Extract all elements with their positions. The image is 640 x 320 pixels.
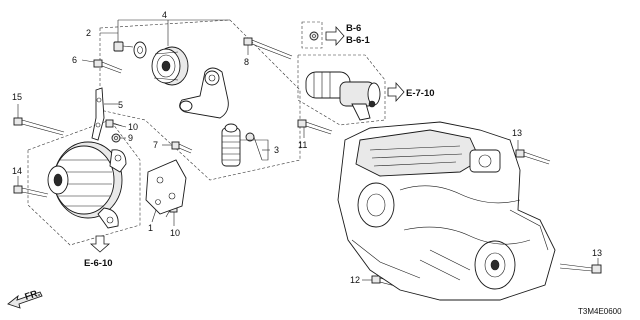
- bracket-3: [262, 139, 269, 161]
- pulley-washer: [133, 41, 147, 59]
- callout-13-lower: 13: [592, 248, 602, 258]
- group-outline-starter: [297, 54, 386, 126]
- callout-14: 14: [12, 166, 22, 176]
- bolt-6: [93, 59, 123, 74]
- group-outline-tensioner-assembly: [99, 19, 301, 181]
- leader-3b: [253, 136, 263, 161]
- callout-13-upper: 13: [512, 128, 522, 138]
- callout-10-upper: 10: [128, 122, 138, 132]
- callout-6: 6: [72, 55, 77, 65]
- callout-15: 15: [12, 92, 22, 102]
- bolt-7: [171, 141, 193, 154]
- tensioner-spring-unit: [221, 123, 241, 167]
- front-arrow: [7, 291, 43, 309]
- leader-1: [151, 209, 157, 223]
- alternator: [47, 141, 127, 229]
- leader-6: [81, 59, 95, 63]
- bolt-15: [13, 117, 65, 136]
- starter-motor: [305, 71, 381, 121]
- bolt-13-upper: [515, 149, 551, 165]
- callout-8: 8: [244, 57, 249, 67]
- ref-b6: B-6: [346, 23, 361, 34]
- arrow-e610: [89, 235, 111, 253]
- bolt-11: [297, 119, 333, 135]
- bolt-14: [13, 185, 49, 198]
- pulley-bolt: [113, 41, 134, 52]
- ref-e7-10: E-7-10: [406, 88, 435, 99]
- alternator-bracket-plate: [145, 159, 187, 215]
- starter-nut-outline: [301, 21, 323, 49]
- arrow-b6: [325, 25, 345, 47]
- callout-2: 2: [86, 28, 91, 38]
- starter-nut: [309, 31, 319, 41]
- callout-1: 1: [148, 223, 153, 233]
- leader-10a: [113, 123, 127, 128]
- ref-b6-1: B-6-1: [346, 35, 370, 46]
- callout-7: 7: [153, 140, 158, 150]
- engine-assembly: [337, 121, 556, 301]
- callout-5: 5: [118, 100, 123, 110]
- diagram-code: T3M4E0600: [578, 307, 622, 316]
- alternator-bracket: [91, 87, 105, 141]
- bolt-8: [243, 37, 293, 60]
- callout-12: 12: [350, 275, 360, 285]
- bolt-13-lower: [559, 263, 602, 274]
- bolt-10-upper: [105, 119, 123, 128]
- callout-4: 4: [162, 10, 167, 20]
- callout-3: 3: [274, 145, 279, 155]
- ref-e6-10: E-6-10: [84, 258, 113, 269]
- tensioner-arm: [179, 67, 229, 119]
- callout-11: 11: [298, 140, 307, 150]
- front-label: FR.: [24, 288, 42, 303]
- tensioner-pulley: [151, 46, 189, 86]
- callout-9: 9: [128, 133, 133, 143]
- callout-10-lower: 10: [170, 228, 180, 238]
- nut-9: [111, 133, 121, 143]
- arrow-e710: [387, 81, 405, 103]
